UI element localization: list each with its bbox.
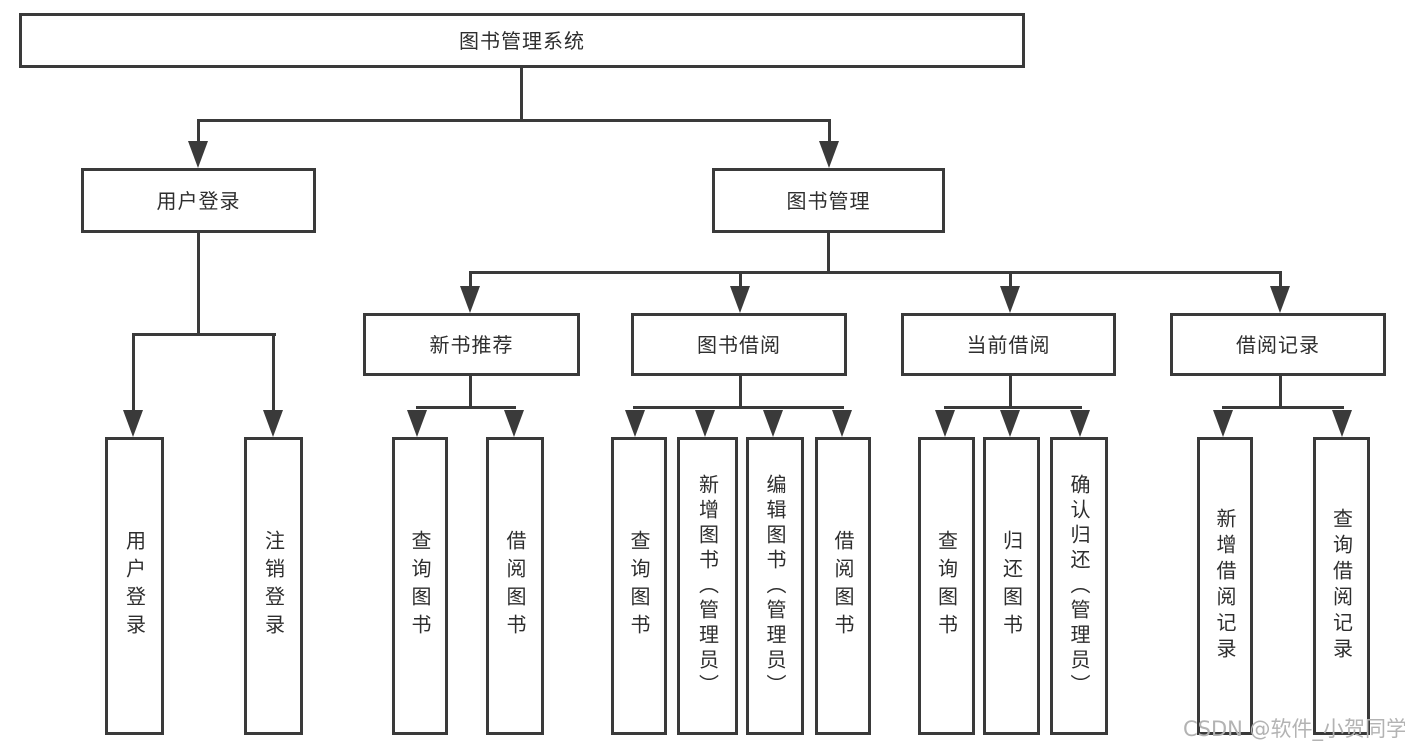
arrow-down-icon <box>263 410 283 437</box>
arrow-down-icon <box>1213 410 1233 437</box>
arrow-down-icon <box>460 286 480 313</box>
leaf-edit-book-admin: 编辑图书（管理员） <box>746 437 804 735</box>
connector-book-borrow-stem <box>739 376 742 409</box>
connector-stem-current-borrow <box>1009 271 1012 289</box>
arrow-down-icon <box>123 410 143 437</box>
leaf-user-login: 用户登录 <box>105 437 164 735</box>
arrow-down-icon <box>504 410 524 437</box>
connector-rail-user-login <box>132 333 276 336</box>
leaf-logout: 注销登录 <box>244 437 303 735</box>
arrow-down-icon <box>1332 410 1352 437</box>
connector-stem-leaf <box>132 333 135 413</box>
arrow-down-icon <box>935 410 955 437</box>
node-current-borrowing: 当前借阅 <box>901 313 1116 376</box>
connector-rail-book-borrow <box>633 406 844 409</box>
node-book-management: 图书管理 <box>712 168 945 233</box>
leaf-query-books-borrowing: 查询图书 <box>611 437 667 735</box>
connector-user-login-stem <box>197 233 200 336</box>
connector-rail-level2 <box>197 119 831 122</box>
connector-borrow-record-stem <box>1279 376 1282 409</box>
connector-stem-user-login <box>197 119 200 144</box>
arrow-down-icon <box>819 141 839 168</box>
arrow-down-icon <box>832 410 852 437</box>
connector-rail-new-book <box>416 406 516 409</box>
arrow-down-icon <box>763 410 783 437</box>
arrow-down-icon <box>1000 410 1020 437</box>
arrow-down-icon <box>625 410 645 437</box>
arrow-down-icon <box>407 410 427 437</box>
connector-book-management-stem <box>827 233 830 274</box>
arrow-down-icon <box>188 141 208 168</box>
arrow-down-icon <box>1270 286 1290 313</box>
arrow-down-icon <box>1070 410 1090 437</box>
connector-stem-new-book <box>469 271 472 289</box>
leaf-query-books-current: 查询图书 <box>918 437 975 735</box>
arrow-down-icon <box>730 286 750 313</box>
connector-stem-borrow-record <box>1279 271 1282 289</box>
leaf-add-book-admin: 新增图书（管理员） <box>677 437 738 735</box>
node-new-book-recommend: 新书推荐 <box>363 313 580 376</box>
connector-rail-borrow-record <box>1222 406 1344 409</box>
connector-root-stem <box>520 68 523 122</box>
arrow-down-icon <box>1000 286 1020 313</box>
arrow-down-icon <box>695 410 715 437</box>
leaf-add-borrow-record: 新增借阅记录 <box>1197 437 1253 735</box>
leaf-query-borrow-record: 查询借阅记录 <box>1313 437 1370 735</box>
connector-rail-current-borrow <box>944 406 1082 409</box>
node-library-system: 图书管理系统 <box>19 13 1025 68</box>
leaf-borrow-books-recommend: 借阅图书 <box>486 437 544 735</box>
connector-new-book-stem <box>469 376 472 409</box>
node-book-borrowing: 图书借阅 <box>631 313 847 376</box>
leaf-return-books: 归还图书 <box>983 437 1040 735</box>
node-user-login: 用户登录 <box>81 168 316 233</box>
connector-rail-level3 <box>469 271 1282 274</box>
connector-current-borrow-stem <box>1009 376 1012 409</box>
csdn-watermark: CSDN @软件_小贺同学 <box>1183 717 1405 741</box>
leaf-query-books-recommend: 查询图书 <box>392 437 448 735</box>
leaf-confirm-return-admin: 确认归还（管理员） <box>1050 437 1108 735</box>
connector-stem-book-management <box>828 119 831 144</box>
connector-stem-book-borrow <box>739 271 742 289</box>
connector-stem-leaf <box>272 333 275 413</box>
node-borrowing-records: 借阅记录 <box>1170 313 1386 376</box>
leaf-borrow-books-borrowing: 借阅图书 <box>815 437 871 735</box>
